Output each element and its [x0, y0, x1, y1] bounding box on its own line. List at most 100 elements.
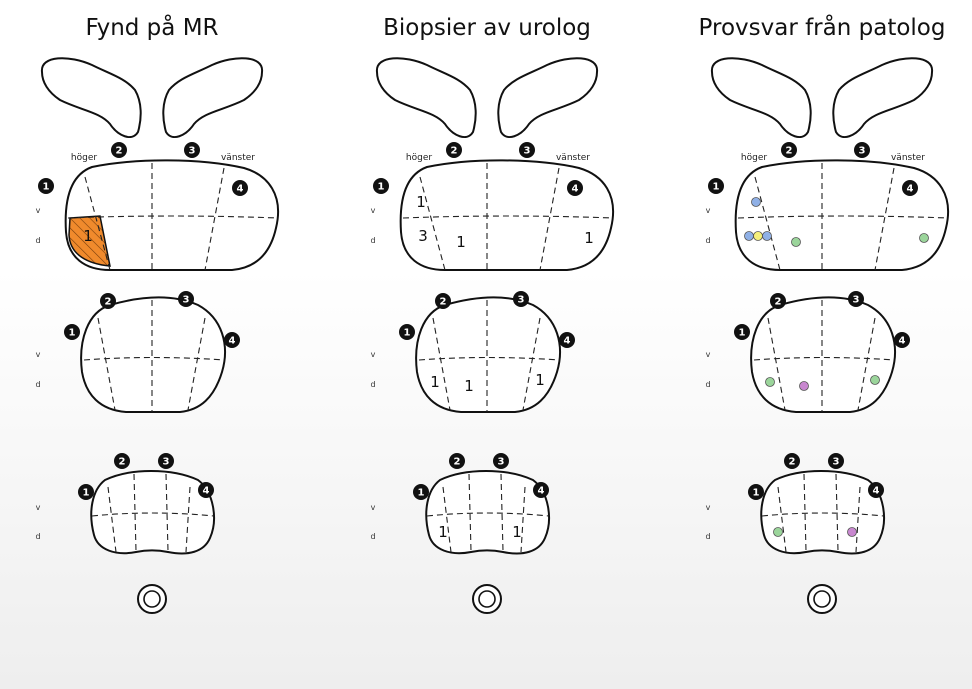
zone-badge-circle — [894, 332, 910, 348]
zone-divider — [468, 473, 472, 552]
zone-divider — [418, 356, 560, 361]
zone-badge: 1 — [38, 178, 54, 194]
zone-divider — [753, 356, 895, 361]
zone-badge-circle — [868, 482, 884, 498]
zone-badge-circle — [232, 180, 248, 196]
zone-divider — [803, 473, 807, 552]
zone-divider — [737, 215, 949, 219]
pathology-result-dot — [744, 231, 754, 241]
pathology-result-dot — [773, 527, 783, 537]
zone-badge: 1 — [78, 484, 94, 500]
pathology-result-dot — [753, 231, 763, 241]
zone-badge: 2 — [100, 293, 116, 309]
prostate-outline-mid — [80, 296, 226, 413]
seminal-vesicle-left — [497, 57, 599, 139]
biopsy-count: 1 — [456, 233, 466, 251]
zone-badge: 3 — [158, 453, 174, 469]
zone-divider — [835, 473, 839, 552]
urethra-inner-ring — [143, 590, 161, 608]
zone-badge-circle — [734, 324, 750, 340]
zone-divider — [133, 473, 137, 552]
zone-badge: 3 — [513, 291, 529, 307]
column-title-biopsies: Biopsier av urolog — [383, 15, 591, 41]
zone-divider — [432, 317, 451, 411]
zone-badge-circle — [854, 142, 870, 158]
zone-badge-circle — [435, 293, 451, 309]
zone-badge: 4 — [559, 332, 575, 348]
zone-badge-label: 1 — [739, 328, 746, 339]
urethra-outer-ring — [472, 584, 502, 614]
zone-divider — [857, 317, 876, 411]
ventral-label: v — [371, 503, 376, 512]
urethra-outer-ring — [807, 584, 837, 614]
zone-badge: 4 — [894, 332, 910, 348]
zone-badge-label: 3 — [833, 457, 840, 468]
mr-highlight-zone — [68, 215, 111, 267]
zone-badge-circle — [559, 332, 575, 348]
prostate-outline-apex — [760, 470, 885, 555]
zone-badge-circle — [184, 142, 200, 158]
zone-badge-label: 4 — [538, 486, 545, 497]
urethra-inner-ring — [478, 590, 496, 608]
zone-badge-circle — [198, 482, 214, 498]
pathology-result-dot — [791, 237, 801, 247]
seminal-vesicle-right — [40, 57, 142, 139]
zone-badge-circle — [513, 291, 529, 307]
zone-badge: 3 — [854, 142, 870, 158]
zone-divider — [165, 473, 169, 552]
biopsy-count: 3 — [418, 227, 428, 245]
zone-badge-label: 1 — [83, 488, 90, 499]
zone-badge-label: 3 — [524, 146, 531, 157]
zone-badge-circle — [446, 142, 462, 158]
prostate-outline-apex — [425, 470, 550, 555]
zone-badge-circle — [100, 293, 116, 309]
biopsy-count: 1 — [416, 193, 426, 211]
zone-badge-label: 3 — [183, 295, 190, 306]
dorsal-label: d — [705, 236, 710, 245]
zone-badge-circle — [902, 180, 918, 196]
zone-badge: 1 — [734, 324, 750, 340]
zone-badge: 4 — [224, 332, 240, 348]
zone-divider — [761, 512, 885, 517]
prostate-outline-base — [64, 159, 280, 271]
zone-badge: 3 — [178, 291, 194, 307]
zone-badge-label: 2 — [119, 457, 126, 468]
label-left-side: vänster — [556, 153, 590, 163]
zone-divider — [539, 167, 560, 271]
label-left-side: vänster — [221, 153, 255, 163]
pathology-result-dot — [847, 527, 857, 537]
zone-badge-label: 4 — [572, 184, 579, 195]
mr-finding-count: 1 — [83, 227, 93, 245]
zone-badge: 4 — [902, 180, 918, 196]
zone-divider — [419, 176, 446, 271]
zone-badge-label: 2 — [116, 146, 123, 157]
zone-badge-circle — [64, 324, 80, 340]
zone-badge-circle — [848, 291, 864, 307]
ventral-label: v — [36, 206, 41, 215]
zone-divider — [97, 317, 116, 411]
zone-badge-label: 3 — [518, 295, 525, 306]
zone-divider — [754, 176, 781, 271]
zone-badge-label: 4 — [873, 486, 880, 497]
zone-divider — [185, 486, 191, 553]
zone-badge: 3 — [828, 453, 844, 469]
zone-divider — [442, 486, 452, 553]
biopsy-count: 1 — [535, 371, 545, 389]
zone-badge-circle — [399, 324, 415, 340]
urethra-outer-ring — [137, 584, 167, 614]
zone-badge-label: 1 — [753, 488, 760, 499]
ventral-label: v — [371, 206, 376, 215]
zone-divider — [84, 176, 111, 271]
dorsal-label: d — [35, 532, 40, 541]
zone-badge-circle — [158, 453, 174, 469]
zone-badge-label: 4 — [229, 336, 236, 347]
zone-badge: 4 — [868, 482, 884, 498]
urethra-inner-ring — [813, 590, 831, 608]
zone-badge-circle — [748, 484, 764, 500]
zone-badge-circle — [373, 178, 389, 194]
zone-badge-label: 2 — [105, 297, 112, 308]
